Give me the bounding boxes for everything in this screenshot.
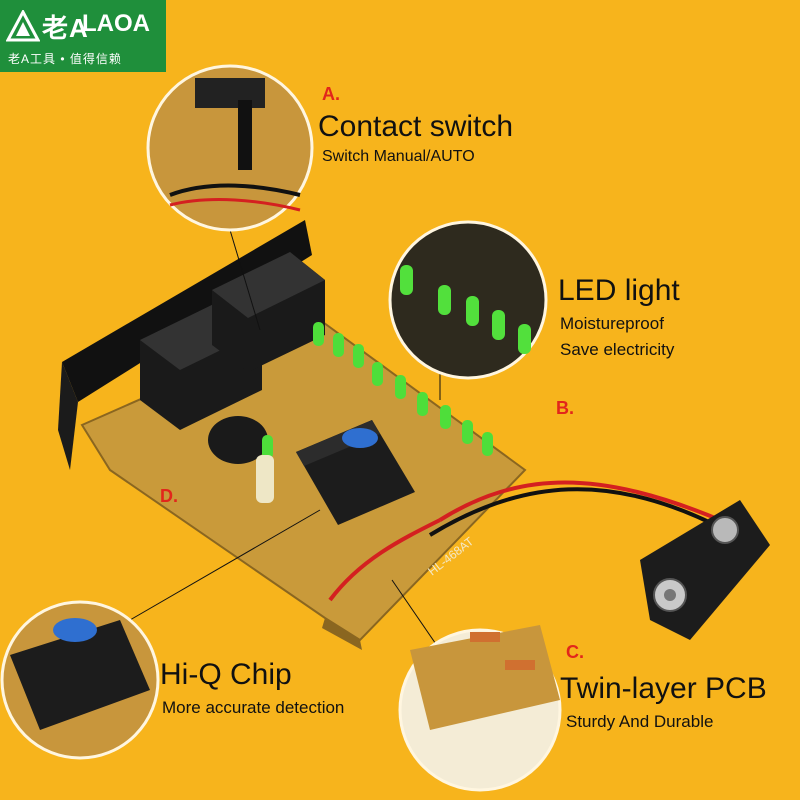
- callout-b-line-1: Moistureproof: [560, 314, 664, 333]
- callout-d-title: Hi-Q Chip: [160, 658, 292, 691]
- led-row: [256, 322, 493, 503]
- callout-b-title: LED light: [558, 274, 680, 307]
- brand-name-en: LAOA: [82, 10, 150, 37]
- zoom-circle-a: [146, 64, 314, 232]
- blue-capacitor: [342, 428, 378, 448]
- buzzer: [208, 416, 268, 464]
- callout-a-letter: A.: [322, 84, 340, 104]
- zoom-circle-d: [0, 600, 160, 760]
- relay-right: [212, 252, 325, 372]
- callout-c-line-1: Sturdy And Durable: [566, 712, 714, 731]
- callout-line-a: [229, 229, 261, 331]
- zoom-circle-b: [388, 220, 548, 380]
- brand-name-cn: 老A: [42, 13, 89, 43]
- callout-c-title: Twin-layer PCB: [560, 672, 767, 705]
- enclosure-plate: [62, 220, 312, 402]
- callout-c-letter: C.: [566, 642, 584, 662]
- callout-a-line-1: Switch Manual/AUTO: [322, 148, 475, 165]
- brand-logo: 老A LAOA 老A工具 • 值得信赖: [0, 0, 166, 72]
- callout-b-letter: B.: [556, 398, 574, 418]
- brand-slogan: 老A工具 • 值得信赖: [8, 52, 122, 66]
- callout-d-line-1: More accurate detection: [162, 698, 345, 717]
- laoa-logo-mark-icon: [6, 10, 40, 42]
- callout-line-c: [391, 579, 441, 651]
- zoom-circle-c: [398, 625, 562, 792]
- callout-a-title: Contact switch: [318, 110, 514, 143]
- callout-b-line-2: Save electricity: [560, 340, 675, 359]
- callout-d-letter: D.: [160, 486, 178, 506]
- callout-line-d: [129, 509, 321, 621]
- battery-clip: [640, 500, 770, 640]
